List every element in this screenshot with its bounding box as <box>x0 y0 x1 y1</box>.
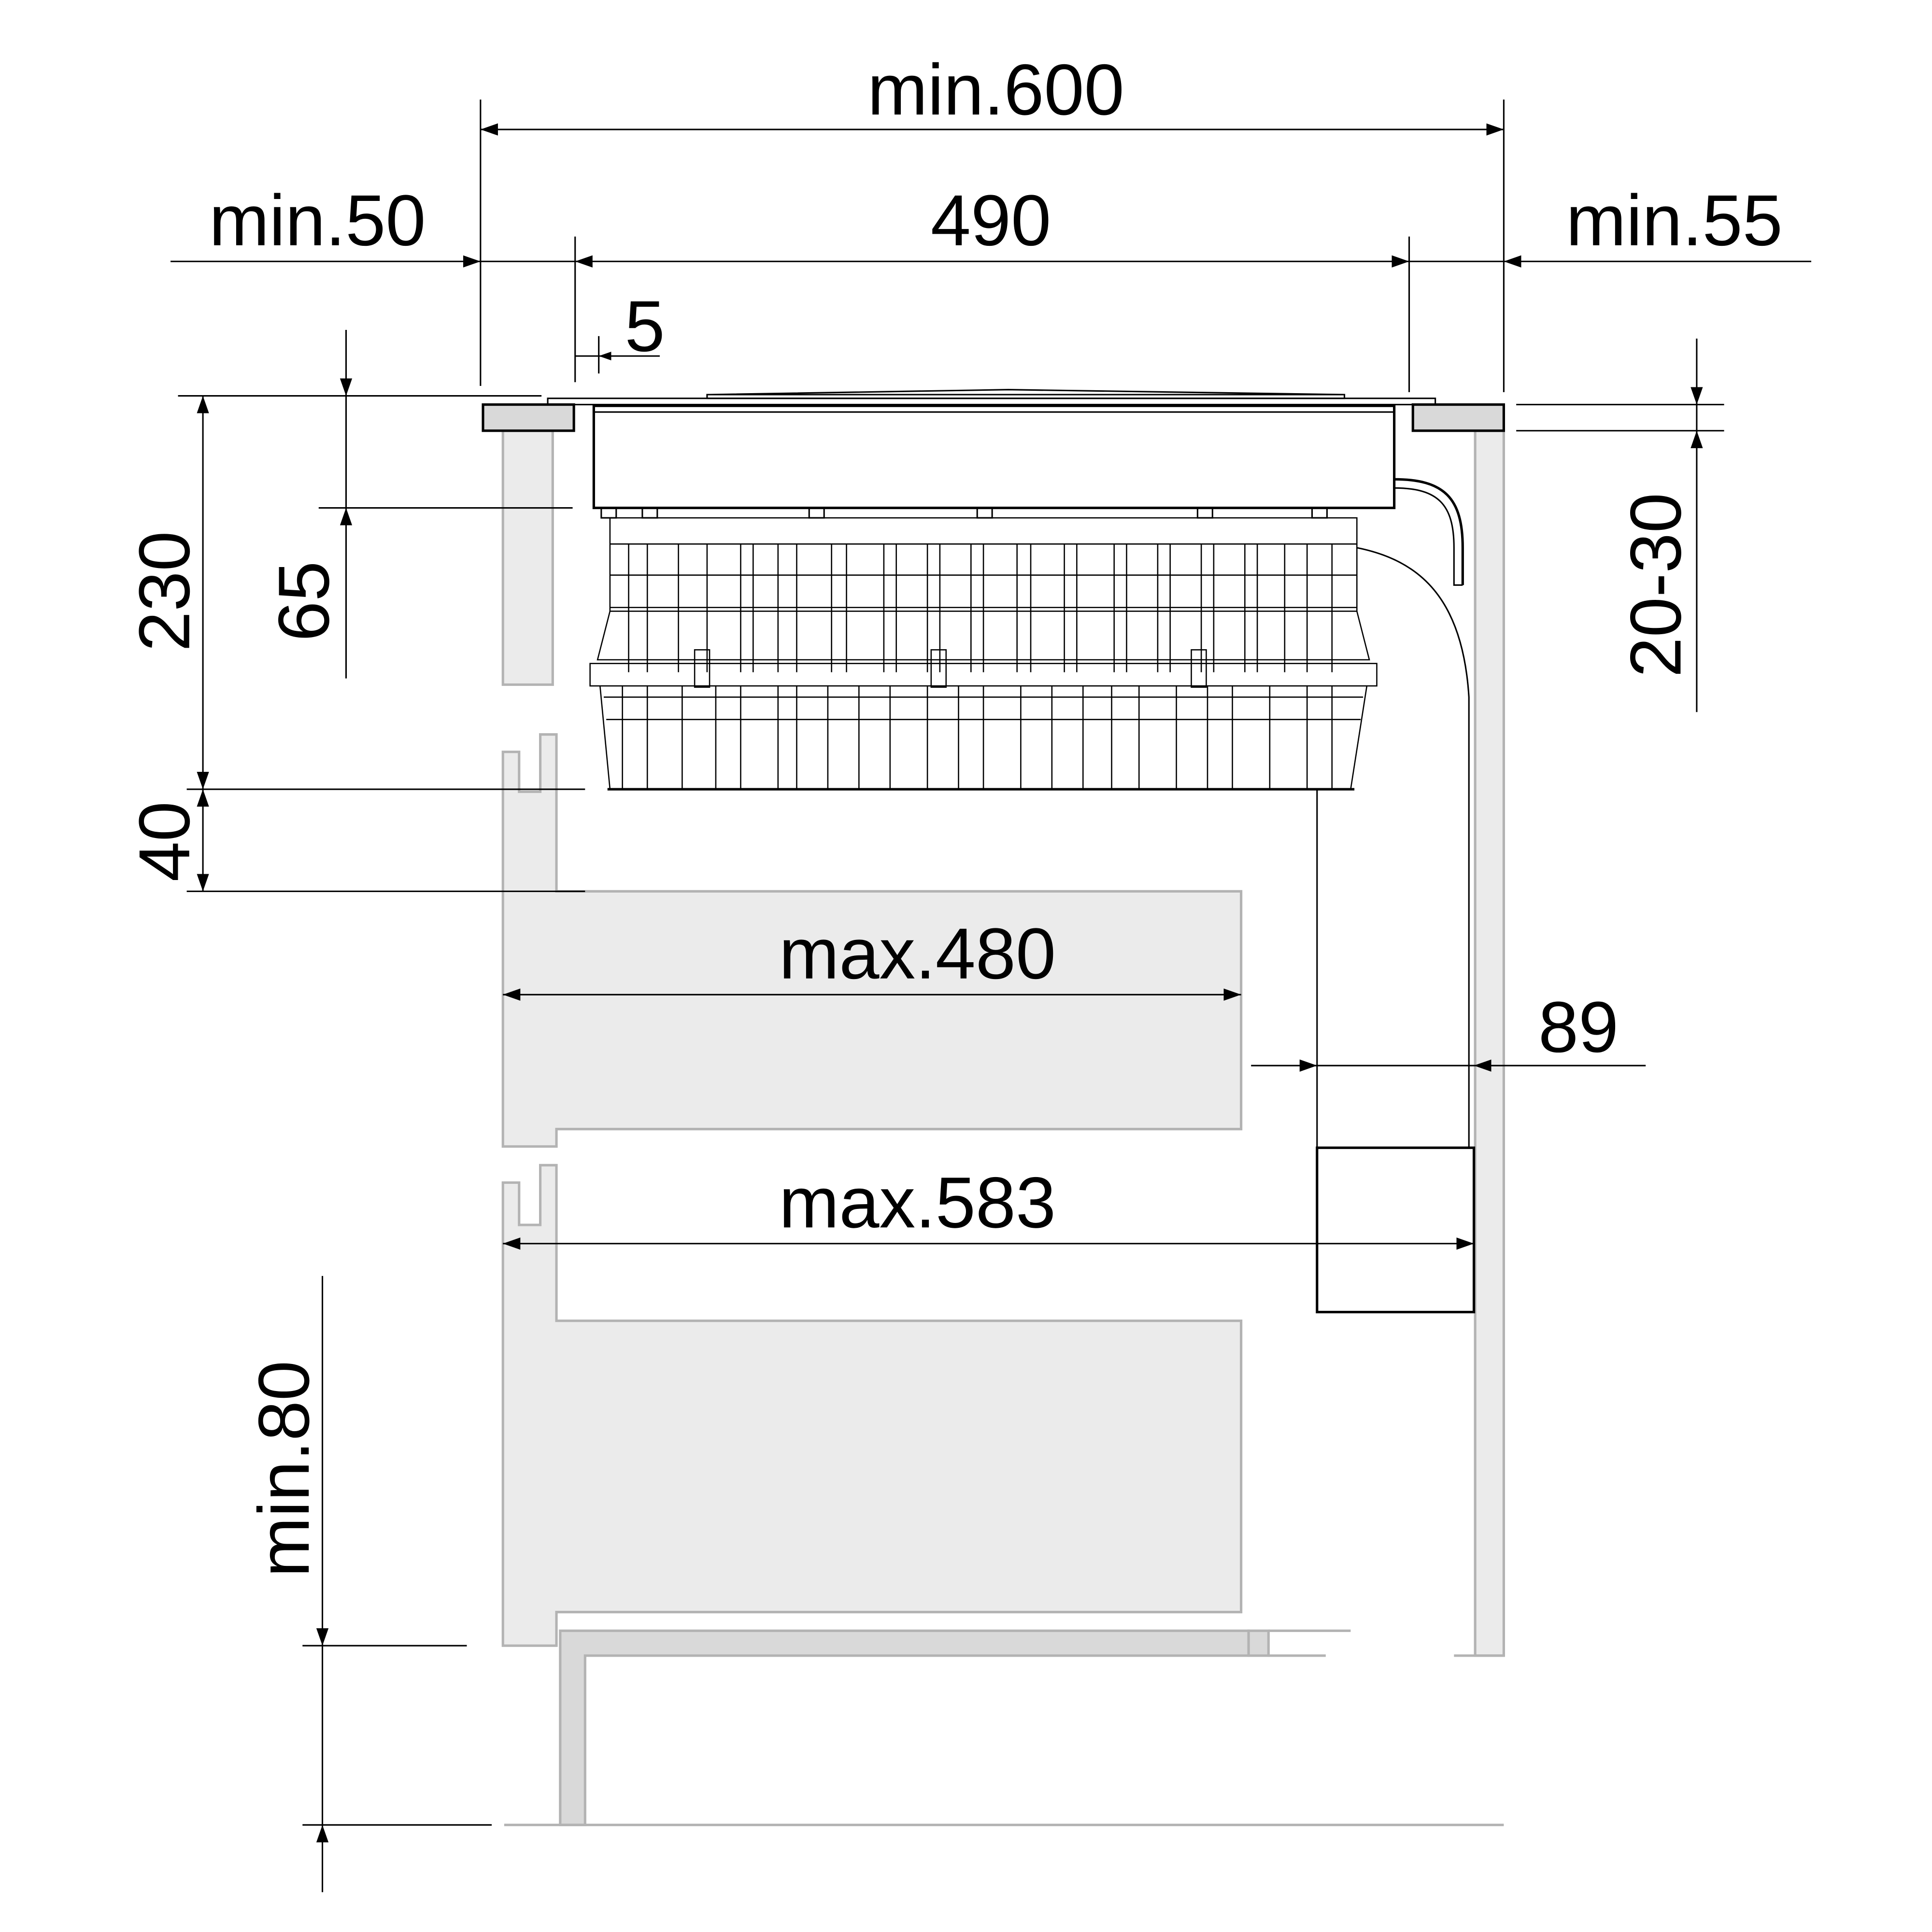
label-lower-drawer-depth: max.583 <box>779 1162 1056 1243</box>
label-duct-clearance: 89 <box>1538 987 1619 1067</box>
dimension-labels: min.600 490 min.50 min.55 5 230 65 40 20… <box>124 49 1783 1577</box>
label-upper-drawer-depth: max.480 <box>779 913 1056 994</box>
label-cutout-width: 490 <box>931 180 1051 261</box>
hob-body <box>592 404 1396 510</box>
extractor-housing-upper <box>597 517 1370 672</box>
plinth-edge <box>1247 1629 1270 1657</box>
extractor-housing-lower <box>589 649 1378 791</box>
hob-glass-plate <box>547 398 1436 406</box>
plinth-board <box>559 1629 1250 1826</box>
label-cabinet-width: min.600 <box>867 49 1124 130</box>
left-panel-upper <box>501 429 554 686</box>
extractor-motor-box <box>1316 1146 1476 1314</box>
label-left-clearance: min.50 <box>209 180 426 261</box>
label-worktop-thickness: 20-30 <box>1615 493 1696 677</box>
label-hob-depth: 65 <box>263 561 344 641</box>
right-side-panel <box>1474 429 1505 1657</box>
hob-appliance <box>547 389 1476 1314</box>
hob-clips <box>600 507 1328 519</box>
label-front-offset: 5 <box>625 286 665 367</box>
power-cable <box>1394 478 1464 585</box>
label-plinth-height: min.80 <box>243 1361 324 1577</box>
worktop-left <box>482 403 575 432</box>
label-drawer-gap: 40 <box>124 801 205 881</box>
duct-curve <box>1356 547 1470 1148</box>
cabinet <box>501 429 1505 1826</box>
lower-drawer <box>501 1164 1243 1647</box>
label-total-depth: 230 <box>124 531 205 652</box>
worktop-right <box>1411 403 1505 432</box>
hob-glass-profile <box>710 389 1345 396</box>
worktop <box>482 403 1505 432</box>
power-cable-inner <box>1394 487 1463 586</box>
label-right-clearance: min.55 <box>1566 180 1783 261</box>
dimension-lines <box>170 99 1812 1892</box>
